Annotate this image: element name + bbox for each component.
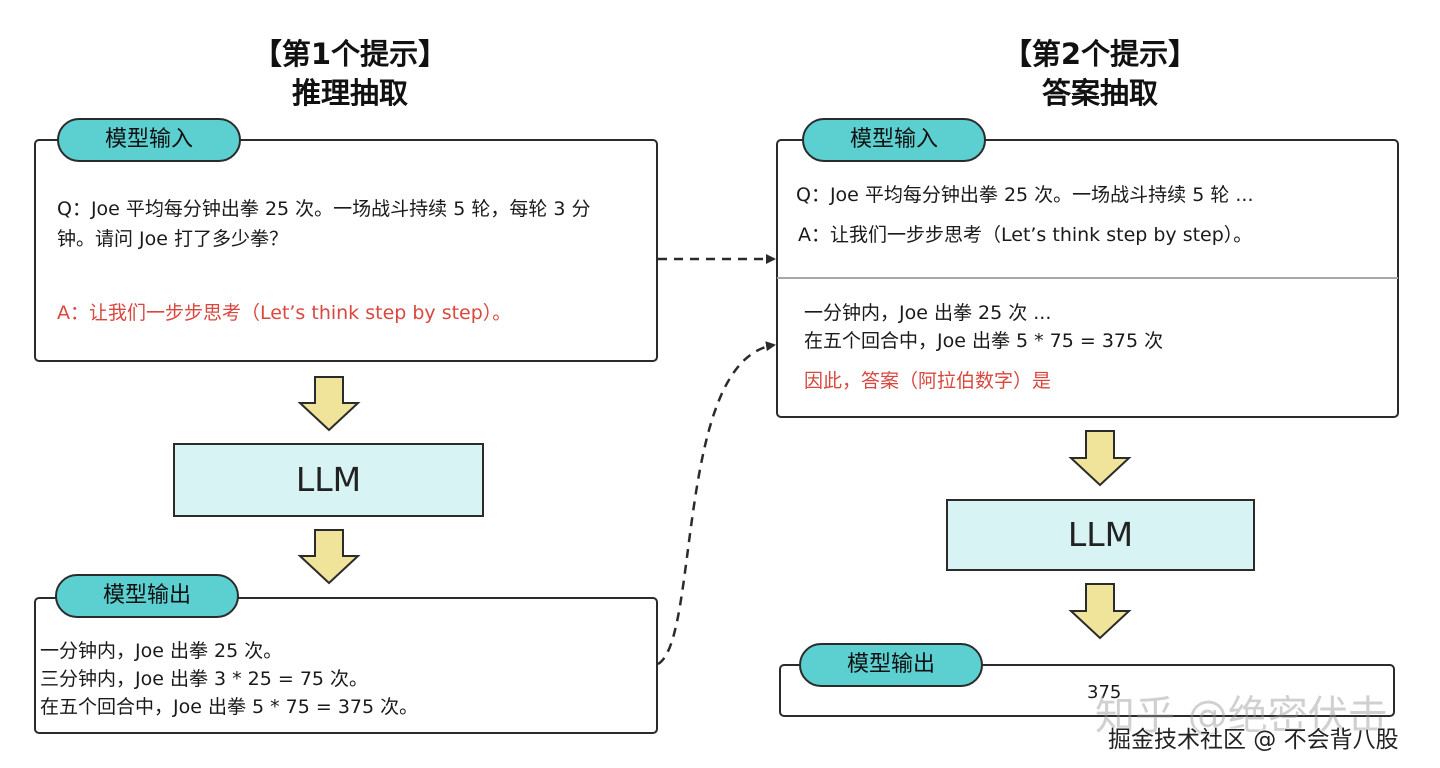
left-output-label: 模型输出 [55,574,239,618]
right-output-label: 模型输出 [799,643,983,687]
right-llm-box: LLM [946,499,1255,571]
left-question-line2: 钟。请问 Joe 打了多少拳？ [57,228,288,250]
left-title-line1: 【第1个提示】 [252,37,448,71]
left-title-line2: 推理抽取 [291,76,408,110]
right-output-box [779,664,1395,717]
watermark-line2: 掘金技术社区 @ 不会背八股 [1108,727,1399,753]
down-arrow-icon [1068,430,1132,487]
left-output-line: 三分钟内，Joe 出拳 3 * 25 = 75 次。 [40,668,369,690]
right-title: 【第2个提示】 答案抽取 [950,35,1250,113]
right-output-value: 375 [1087,682,1122,703]
watermark-line1: 知乎 @绝密伏击 [1095,693,1388,739]
left-input-label: 模型输入 [57,118,241,162]
left-output-line: 一分钟内，Joe 出拳 25 次。 [40,640,283,662]
left-input-box [34,139,658,362]
left-question-line1: Q：Joe 平均每分钟出拳 25 次。一场战斗持续 5 轮，每轮 3 分 [57,198,591,220]
down-arrow-icon [297,376,361,432]
right-input-label: 模型输入 [802,118,986,162]
left-llm-box: LLM [173,443,484,517]
right-answer-line: A：让我们一步步思考（Let’s think step by step）。 [798,224,1253,246]
left-title: 【第1个提示】 推理抽取 [200,35,500,113]
right-input-divider [777,277,1398,279]
left-output-line: 在五个回合中，Joe 出拳 5 * 75 = 375 次。 [40,696,419,718]
right-reasoning-line1: 一分钟内，Joe 出拳 25 次 ... [804,302,1052,324]
down-arrow-icon [297,529,361,585]
right-reasoning-line2: 在五个回合中，Joe 出拳 5 * 75 = 375 次 [804,330,1164,352]
dashed-connector-output [657,341,776,666]
right-question-line: Q：Joe 平均每分钟出拳 25 次。一场战斗持续 5 轮 ... [796,184,1254,206]
right-extraction-prompt: 因此，答案（阿拉伯数字）是 [804,370,1052,392]
down-arrow-icon [1068,583,1132,640]
left-answer-prompt: A：让我们一步步思考（Let’s think step by step）。 [57,302,512,324]
right-title-line2: 答案抽取 [1041,76,1158,110]
left-output-box [34,597,658,734]
right-title-line1: 【第2个提示】 [1002,37,1198,71]
